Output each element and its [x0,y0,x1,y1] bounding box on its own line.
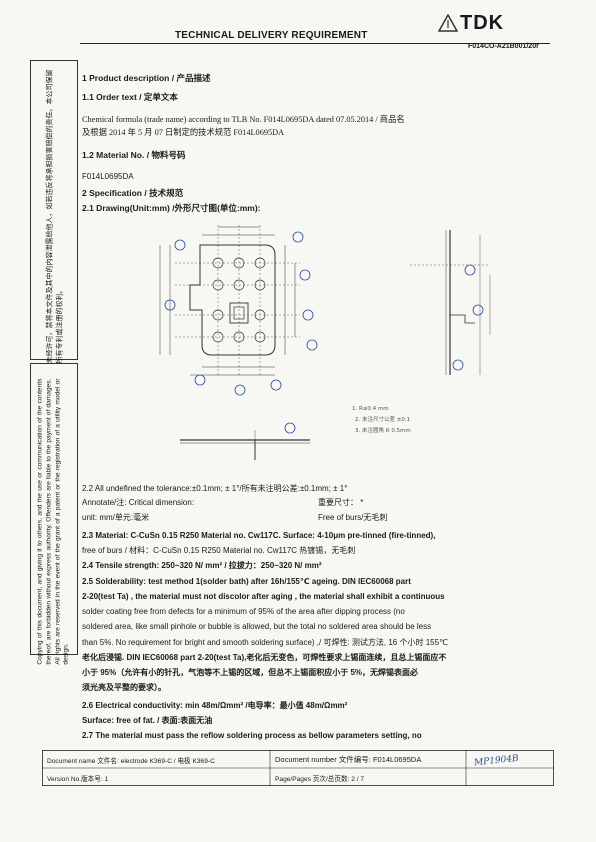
version-number: Version No.版本号: 1 [47,776,109,783]
section-1-1-heading: 1.1 Order text / 定单文本 [82,92,178,102]
order-text-line1: Chemical formula (trade name) according … [82,115,405,124]
handwritten-note: MP1904B [473,753,520,769]
confidentiality-box-en: Copying of this document, and giving it … [30,363,78,665]
unit-line: unit: mm/单元:毫米 [82,513,150,522]
section-1-heading: 1 Product description / 产品描述 [82,73,211,83]
document-title: TECHNICAL DELIVERY REQUIREMENT [175,30,368,41]
company-logo-text: TDK [460,12,505,34]
conductivity-line: 2.6 Electrical conductivity: min 48m/Ωmm… [82,701,348,710]
material-line2: free of burs / 材料：C-CuSn 0.15 R250 Mater… [82,546,356,555]
technical-drawing: 1. R≤0.4 mm 2. 未注尺寸公差 ±0.1 3. 未注圆角 R 0.5… [159,225,491,460]
critical-dimension-cn: 重要尺寸： * [318,498,364,507]
solderability-line4: soldered area, like small pinhole or bub… [82,622,432,631]
drawing-note-1: 1. R≤0.4 mm [352,406,389,412]
tolerance-line: 2.2 All undefined the tolerance:±0.1mm; … [82,484,348,493]
tensile-strength: 2.4 Tensile strength: 250~320 N/ mm² / 拉… [82,561,322,570]
section-1-2-heading: 1.2 Material No. / 物料号码 [82,150,186,160]
form-code: F014CO-A21B001/20r [468,43,539,50]
notice-cn-text: 未经许可，禁将本文件及其中的内容泄露给他人，如若违反将承担损害赔偿的责任。本公司… [45,69,64,364]
section-2-1-heading: 2.1 Drawing(Unit:mm) /外形尺寸图(单位:mm): [82,203,261,213]
document-name: Document name 文件名: electrode K369-C / 电极… [47,758,215,765]
solderability-line7: 小于 95%（允许有小的针孔，气泡等不上锡的区域，但总不上锡面积应小于 5%，无… [82,668,419,677]
document-number: Document number 文件编号: F014L0695DA [275,755,422,764]
drawing-note-2: 2. 未注尺寸公差 ±0.1 [355,415,410,423]
confidentiality-box-cn: 未经许可，禁将本文件及其中的内容泄露给他人，如若违反将承担损害赔偿的责任。本公司… [30,60,78,364]
free-of-burs: Free of burs/无毛刺 [318,513,388,522]
footer-table-border [42,750,554,786]
drawing-note-3: 3. 未注圆角 R 0.5mm [355,426,411,434]
reflow-line: 2.7 The material must pass the reflow so… [82,731,422,740]
solderability-line2: 2-20(test Ta) , the material must not di… [82,592,445,601]
solderability-line6: 老化后浸锡. DIN IEC60068 part 2-20(test Ta),老… [82,653,447,662]
solderability-line1: 2.5 Solderability: test method 1(solder … [82,577,411,586]
solderability-line5: than 5%. No requirement for bright and s… [82,638,449,647]
page-count: Page/Pages 页次/总页数: 2 / 7 [275,776,365,783]
solderability-line3: solder coating free from defects for a m… [82,607,405,616]
header-divider [80,43,550,44]
tdk-logo-icon [438,14,458,32]
section-2-heading: 2 Specification / 技术规范 [82,188,184,198]
material-line1: 2.3 Material: C-CuSn 0.15 R250 Material … [82,531,436,540]
annotate-label: Annotate/注: Critical dimension: [82,498,195,507]
order-text-line2: 及根据 2014 年 5 月 07 日制定的技术规范 F014L0695DA [82,128,285,137]
material-number: F014L0695DA [82,172,134,181]
solderability-line8: 须光亮及平整的要求）。 [82,683,166,692]
notice-en-text: Copying of this document, and giving it … [36,378,70,665]
surface-line: Surface: free of fat. / 表面:表面无油 [82,716,213,725]
footer-table: Document name 文件名: electrode K369-C / 电极… [42,750,554,786]
